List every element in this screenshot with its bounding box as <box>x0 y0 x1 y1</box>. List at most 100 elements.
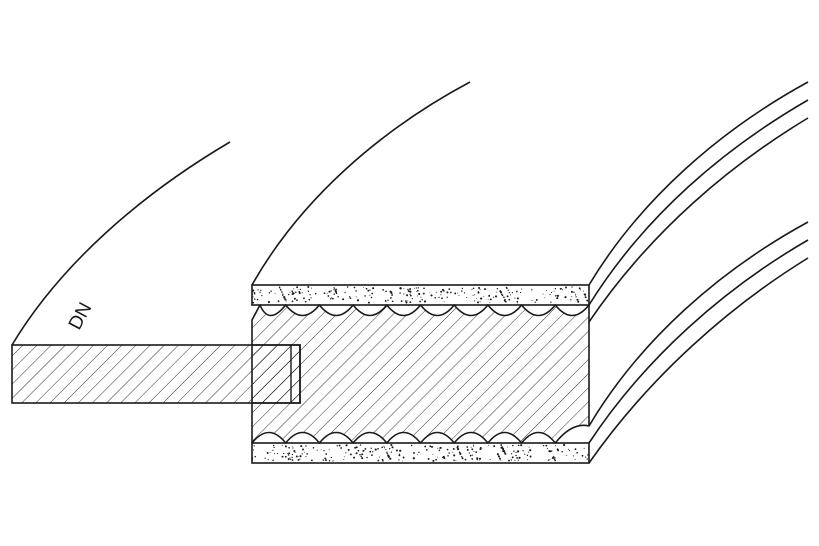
speckle-dot <box>359 454 361 456</box>
speckle-dot <box>345 452 347 454</box>
speckle-dot <box>356 299 360 302</box>
speckle-dot <box>423 287 425 290</box>
speckle-dot <box>434 297 436 299</box>
speckle-dot <box>441 288 444 291</box>
speckle-dot <box>338 296 339 298</box>
speckle-dot <box>300 445 303 448</box>
speckle-dot <box>333 293 335 295</box>
speckle-dot <box>303 297 305 300</box>
speckle-dot <box>496 453 499 456</box>
speckle-dot <box>274 453 276 455</box>
speckle-dot <box>550 291 552 294</box>
speckle-dot <box>443 301 445 303</box>
speckle-dot <box>404 300 407 302</box>
speckle-dot <box>359 444 362 446</box>
speckle-dot <box>387 455 390 458</box>
speckle-dot <box>418 451 420 454</box>
bottom-facing-layer <box>251 442 590 464</box>
speckle-dot <box>528 446 530 448</box>
speckle-dot <box>287 454 290 456</box>
speckle-dot <box>531 300 533 301</box>
speckle-dot <box>441 456 444 458</box>
top-layer-curve-inner <box>588 117 809 323</box>
speckle-dot <box>480 297 483 300</box>
speckle-dot <box>507 446 509 448</box>
speckle-dot <box>472 287 475 289</box>
speckle-dot <box>496 287 499 290</box>
speckle-dot <box>424 445 427 448</box>
speckle-dot <box>296 299 298 301</box>
speckle-dot <box>364 448 367 450</box>
speckle-dot <box>473 445 475 447</box>
speckle-dot <box>267 459 269 461</box>
speckle-dot <box>410 444 413 447</box>
speckle-dot <box>565 286 567 289</box>
bottom-facing-texture <box>252 443 589 462</box>
speckle-dot <box>411 298 413 300</box>
speckle-dot <box>472 294 474 296</box>
speckle-dot <box>252 294 253 296</box>
speckle-dot <box>325 453 328 455</box>
speckle-dot <box>499 457 502 460</box>
speckle-dot <box>534 301 536 303</box>
speckle-dot <box>430 294 433 297</box>
speckle-dot <box>415 291 417 292</box>
speckle-dot <box>574 448 577 451</box>
speckle-dot <box>457 448 460 451</box>
speckle-dot <box>355 290 357 292</box>
speckle-dot <box>253 292 256 295</box>
speckle-dot <box>370 296 373 299</box>
speckle-dot <box>416 295 418 297</box>
speckle-dot <box>587 446 589 449</box>
speckle-dot <box>330 297 332 299</box>
speckle-dot <box>407 288 409 291</box>
top-layer-curve-mid <box>588 99 809 306</box>
speckle-dot <box>527 459 528 461</box>
speckle-dot <box>508 298 511 301</box>
speckle-dot <box>264 457 266 459</box>
speckle-dot <box>332 297 334 300</box>
speckle-dot <box>364 295 366 297</box>
speckle-dot <box>524 453 526 455</box>
speckle-dot <box>403 287 405 289</box>
speckle-dot <box>511 456 514 459</box>
speckle-dot <box>521 288 523 290</box>
speckle-dot <box>370 447 372 450</box>
speckle-dot <box>252 457 254 460</box>
speckle-dot <box>281 455 284 458</box>
speckle-dot <box>470 446 472 448</box>
speckle-dot <box>324 457 326 460</box>
speckle-dot <box>357 449 360 452</box>
speckle-dot <box>499 291 503 294</box>
speckle-dot <box>311 287 313 289</box>
speckle-dot <box>457 292 459 294</box>
speckle-dot <box>554 288 557 290</box>
speckle-dot <box>515 451 517 454</box>
speckle-dot <box>283 298 285 300</box>
speckle-dot <box>391 446 394 449</box>
speckle-dot <box>461 457 464 460</box>
speckle-dot <box>516 302 518 304</box>
speckle-dot <box>283 296 286 299</box>
speckle-dot <box>349 453 352 456</box>
speckle-dot <box>283 452 285 455</box>
speckle-dot <box>257 289 259 291</box>
speckle-dot <box>378 456 380 458</box>
speckle-dot <box>454 292 457 295</box>
speckle-dot <box>312 446 315 449</box>
speckle-dot <box>514 297 516 299</box>
speckle-dot <box>398 459 400 461</box>
speckle-dot <box>557 449 560 452</box>
dn-label: DN <box>65 299 96 333</box>
speckle-dot <box>472 444 474 446</box>
speckle-dot <box>529 449 532 452</box>
speckle-dot <box>461 455 463 458</box>
speckle-dot <box>332 460 334 462</box>
speckle-dot <box>334 288 336 290</box>
speckle-dot <box>329 298 332 300</box>
speckle-dot <box>575 293 577 295</box>
speckle-dot <box>504 453 507 455</box>
speckle-dot <box>382 289 384 291</box>
speckle-dot <box>423 300 427 303</box>
